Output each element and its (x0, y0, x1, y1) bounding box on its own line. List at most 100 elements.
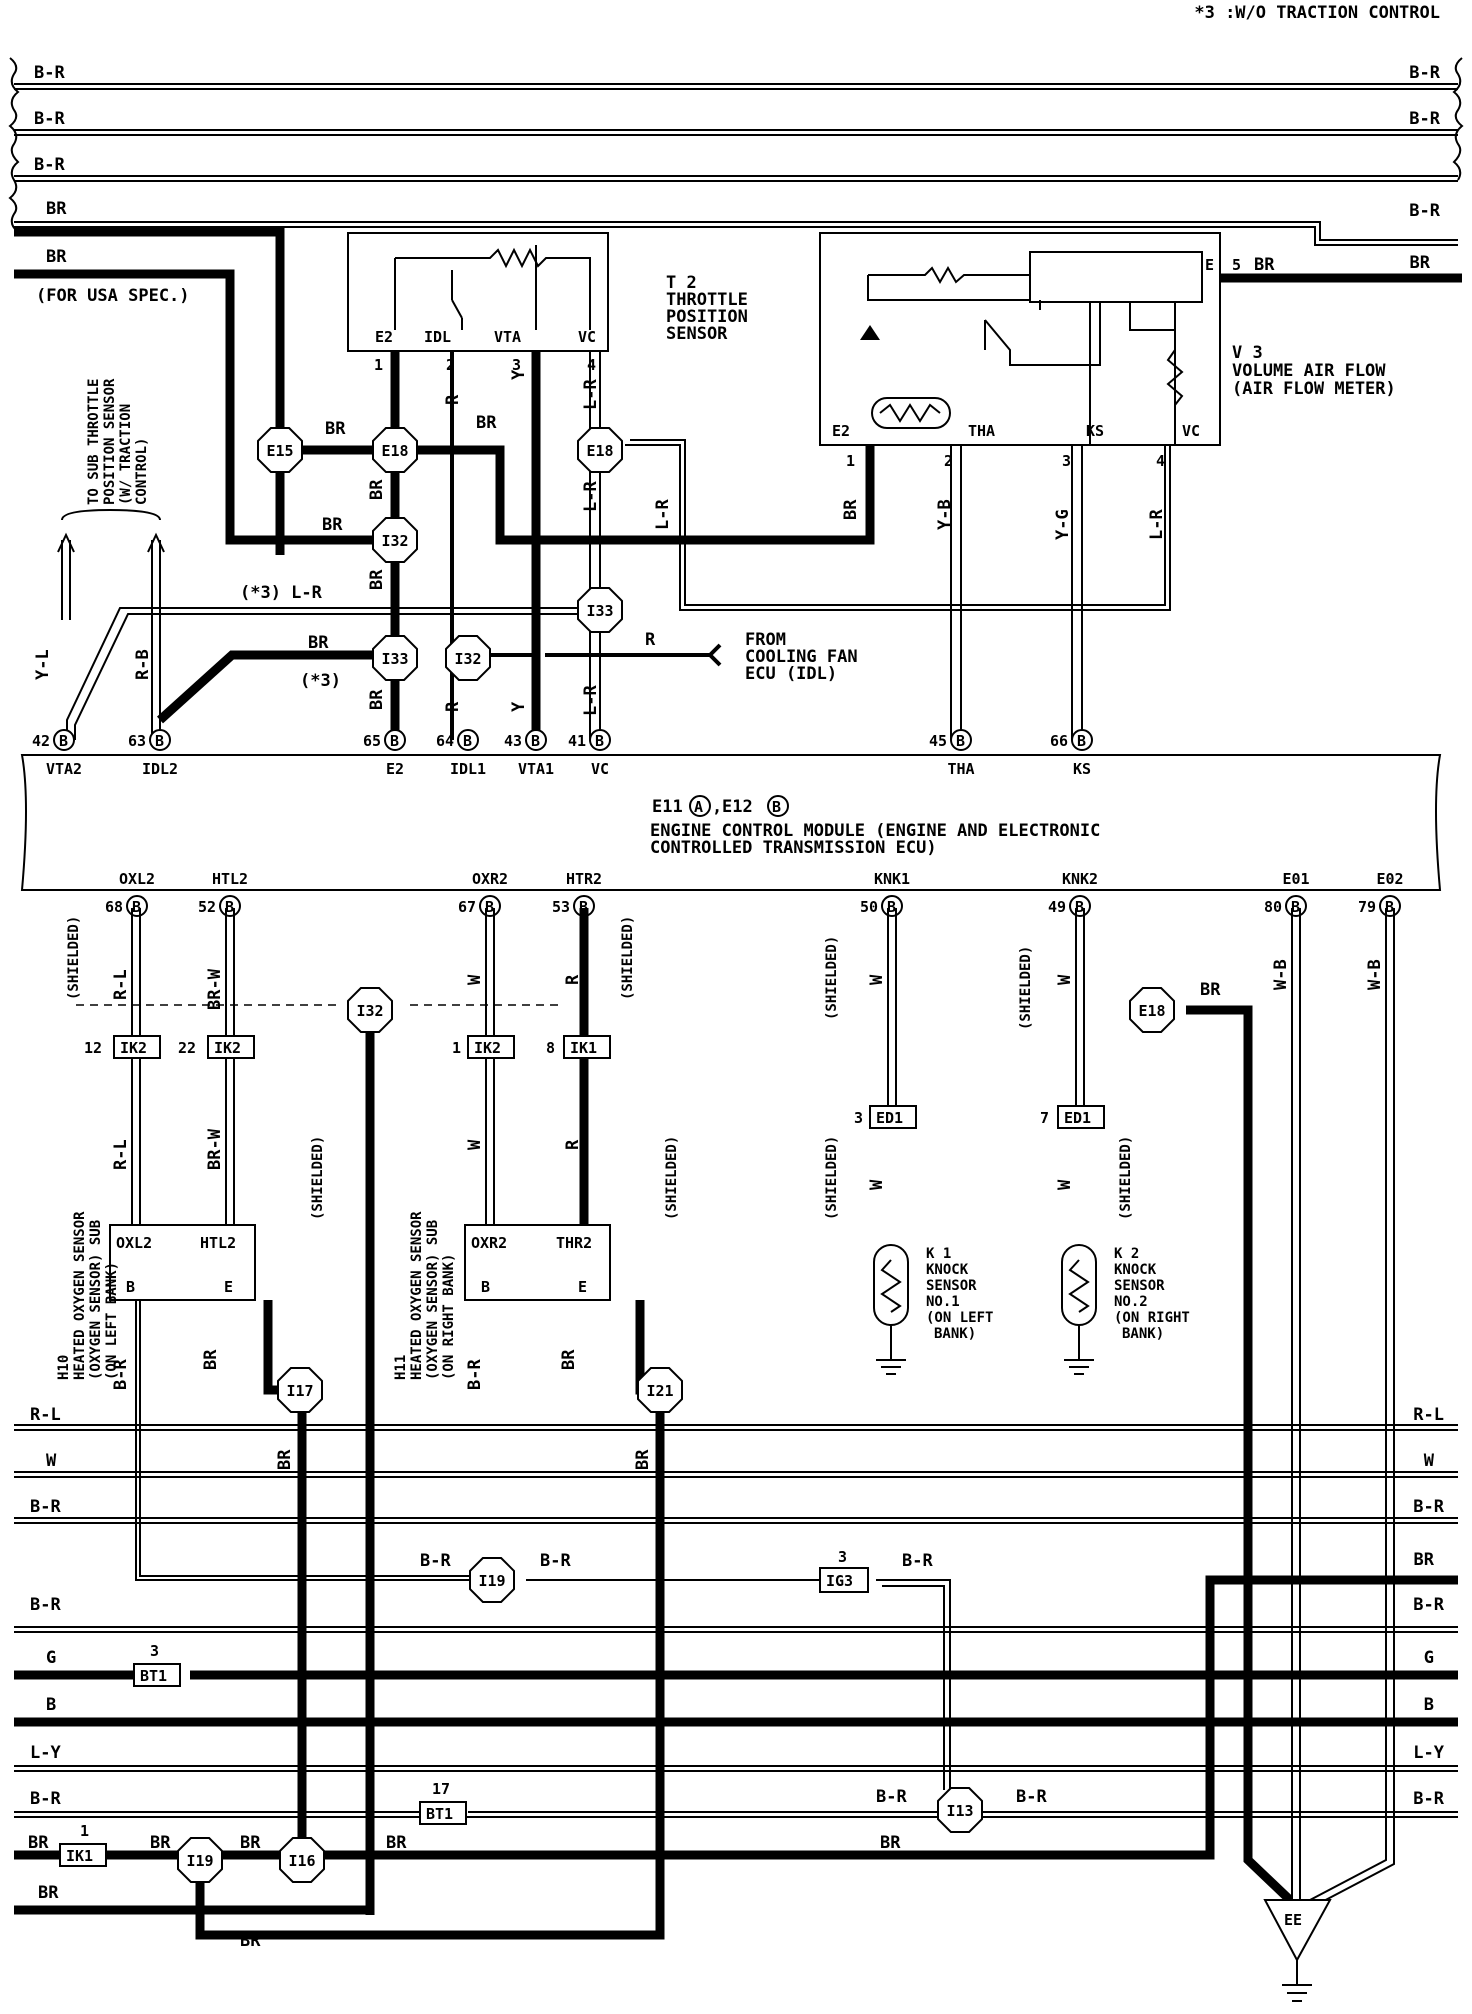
svg-text:HTL2: HTL2 (200, 1234, 236, 1252)
svg-text:B: B (59, 732, 68, 750)
svg-text:E02: E02 (1376, 870, 1403, 888)
svg-text:B: B (155, 732, 164, 750)
svg-text:EE: EE (1284, 1911, 1302, 1929)
svg-text:I33: I33 (381, 650, 408, 668)
svg-text:(SHIELDED): (SHIELDED) (1018, 946, 1034, 1030)
svg-text:R: R (563, 974, 583, 985)
svg-text:BT1: BT1 (426, 1805, 453, 1823)
connector-e18: E18 (1129, 987, 1175, 1033)
svg-text:BR: BR (240, 1931, 261, 1951)
svg-text:E: E (578, 1278, 587, 1296)
bottom-bus-labels: R-L R-L W W B-R B-R BR B-R B-R G G B B L… (28, 1405, 1445, 1903)
svg-text:Y-L: Y-L (33, 649, 53, 680)
svg-text:BR-W: BR-W (205, 968, 225, 1010)
svg-text:BR: BR (841, 499, 861, 520)
svg-text:R-L: R-L (30, 1405, 61, 1425)
svg-text:(SHIELDED): (SHIELDED) (66, 916, 82, 1000)
top-bus (8, 57, 1464, 555)
svg-text:B-R: B-R (1016, 1787, 1047, 1807)
svg-text:63: 63 (128, 732, 146, 750)
svg-text:L-R: L-R (653, 499, 673, 530)
svg-text:BR: BR (633, 1449, 653, 1470)
svg-text:B-R: B-R (876, 1787, 907, 1807)
svg-text:B-R: B-R (30, 1789, 61, 1809)
svg-text:B: B (481, 1278, 490, 1296)
svg-text:IK1: IK1 (66, 1847, 93, 1865)
svg-text:(SHIELDED): (SHIELDED) (620, 916, 636, 1000)
svg-text:2: 2 (944, 452, 953, 470)
svg-text:B: B (1075, 898, 1084, 916)
svg-text:80: 80 (1264, 898, 1282, 916)
t2-pin-vta: VTA (494, 328, 521, 346)
wire-label: B-R (34, 155, 65, 175)
svg-text:VTA1: VTA1 (518, 760, 554, 778)
connector-i19: I19 (469, 1557, 515, 1603)
svg-text:I16: I16 (288, 1852, 315, 1870)
svg-text:(SHIELDED): (SHIELDED) (1118, 1136, 1134, 1220)
svg-text:22: 22 (178, 1039, 196, 1057)
svg-text:THR2: THR2 (556, 1234, 592, 1252)
svg-text:T 2: T 2 (666, 273, 697, 293)
svg-text:50: 50 (860, 898, 878, 916)
wire-label: B-R (34, 63, 65, 83)
svg-text:KS: KS (1073, 760, 1091, 778)
svg-text:B: B (1291, 898, 1300, 916)
svg-text:79: 79 (1358, 898, 1376, 916)
svg-text:B: B (579, 898, 588, 916)
v3-air-flow-meter: E2 THA KS VC E 5 BR V 3 VOLUME AIR FLOW … (819, 232, 1396, 470)
svg-text:BANK): BANK) (934, 1326, 976, 1342)
svg-text:B-R: B-R (902, 1551, 933, 1571)
svg-text:R-L: R-L (1413, 1405, 1444, 1425)
svg-text:KNOCK: KNOCK (1114, 1262, 1157, 1278)
svg-text:KNK2: KNK2 (1062, 870, 1098, 888)
svg-text:B: B (463, 732, 472, 750)
ecm-title: E11 (652, 797, 683, 817)
svg-text:I32: I32 (381, 532, 408, 550)
svg-text:(ON RIGHT: (ON RIGHT (1114, 1310, 1190, 1326)
svg-text:K 2: K 2 (1114, 1246, 1139, 1262)
svg-text:R: R (443, 394, 463, 405)
svg-text:BR: BR (150, 1833, 171, 1853)
header-note: *3 :W/O TRACTION CONTROL (1194, 3, 1440, 23)
svg-text:KNK1: KNK1 (874, 870, 910, 888)
svg-text:HTR2: HTR2 (566, 870, 602, 888)
svg-text:E01: E01 (1282, 870, 1309, 888)
svg-text:BR: BR (1200, 980, 1221, 1000)
svg-text:BR: BR (325, 419, 346, 439)
svg-text:(SHIELDED): (SHIELDED) (310, 1136, 326, 1220)
svg-text:Y-B: Y-B (935, 499, 955, 530)
svg-text:43: 43 (504, 732, 522, 750)
wire-label: B-R (1409, 109, 1440, 129)
svg-text:(OXYGEN SENSOR) SUB: (OXYGEN SENSOR) SUB (88, 1220, 104, 1380)
svg-text:(SHIELDED): (SHIELDED) (824, 936, 840, 1020)
svg-text:L-Y: L-Y (1413, 1743, 1444, 1763)
svg-text:CONTROL): CONTROL) (134, 438, 150, 505)
svg-text:BR: BR (476, 413, 497, 433)
svg-text:B-R: B-R (420, 1551, 451, 1571)
svg-text:COOLING FAN: COOLING FAN (745, 647, 858, 667)
connector-i16: I16 (279, 1837, 325, 1883)
svg-text:49: 49 (1048, 898, 1066, 916)
svg-text:(*3) L-R: (*3) L-R (240, 583, 323, 603)
svg-text:BANK): BANK) (1122, 1326, 1164, 1342)
svg-text:1: 1 (374, 356, 383, 374)
h10-sensor: OXL2 HTL2 B E H10 HEATED OXYGEN SENSOR (… (56, 1211, 256, 1380)
lower-wire-labels: R-L BR-W W R W W W-B W-B BR R-L BR-W W R… (111, 959, 1385, 1951)
svg-text:B: B (595, 732, 604, 750)
svg-text:IDL1: IDL1 (450, 760, 486, 778)
top-bus-labels: B-R B-R B-R B-R B-R BR B-R BR BR (FOR US… (34, 63, 1441, 306)
svg-text:BR: BR (308, 633, 329, 653)
